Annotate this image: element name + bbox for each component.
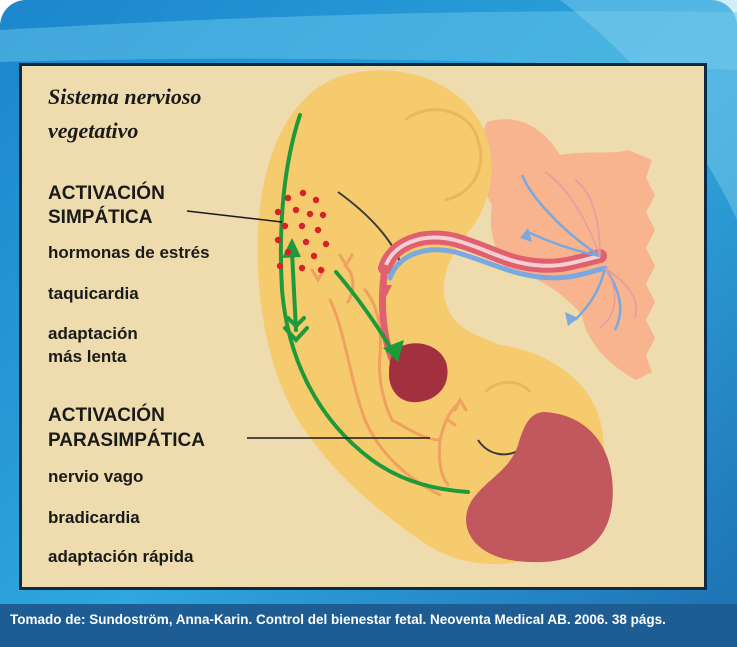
parasympathetic-item-bradycardia: bradicardia [48,506,140,529]
diagram-title: Sistema nervioso vegetativo [48,80,268,148]
source-caption: Tomado de: Sundoström, Anna-Karin. Contr… [0,608,737,647]
parasympathetic-heading-2: PARASIMPÁTICA [48,429,205,453]
parasympathetic-item-vagus-nerve: nervio vago [48,465,143,488]
sympathetic-heading-2: SIMPÁTICA [48,206,153,230]
sympathetic-item-tachycardia: taquicardia [48,282,139,305]
sympathetic-item-stress-hormones: hormonas de estrés [48,241,210,264]
sympathetic-item-slower: más lenta [48,345,126,368]
sympathetic-item-adaptation: adaptación [48,322,138,345]
parasympathetic-heading-1: ACTIVACIÓN [48,404,165,428]
placenta [478,119,655,380]
sympathetic-heading-1: ACTIVACIÓN [48,182,165,206]
parasympathetic-item-fast-adaptation: adaptación rápida [48,545,193,568]
